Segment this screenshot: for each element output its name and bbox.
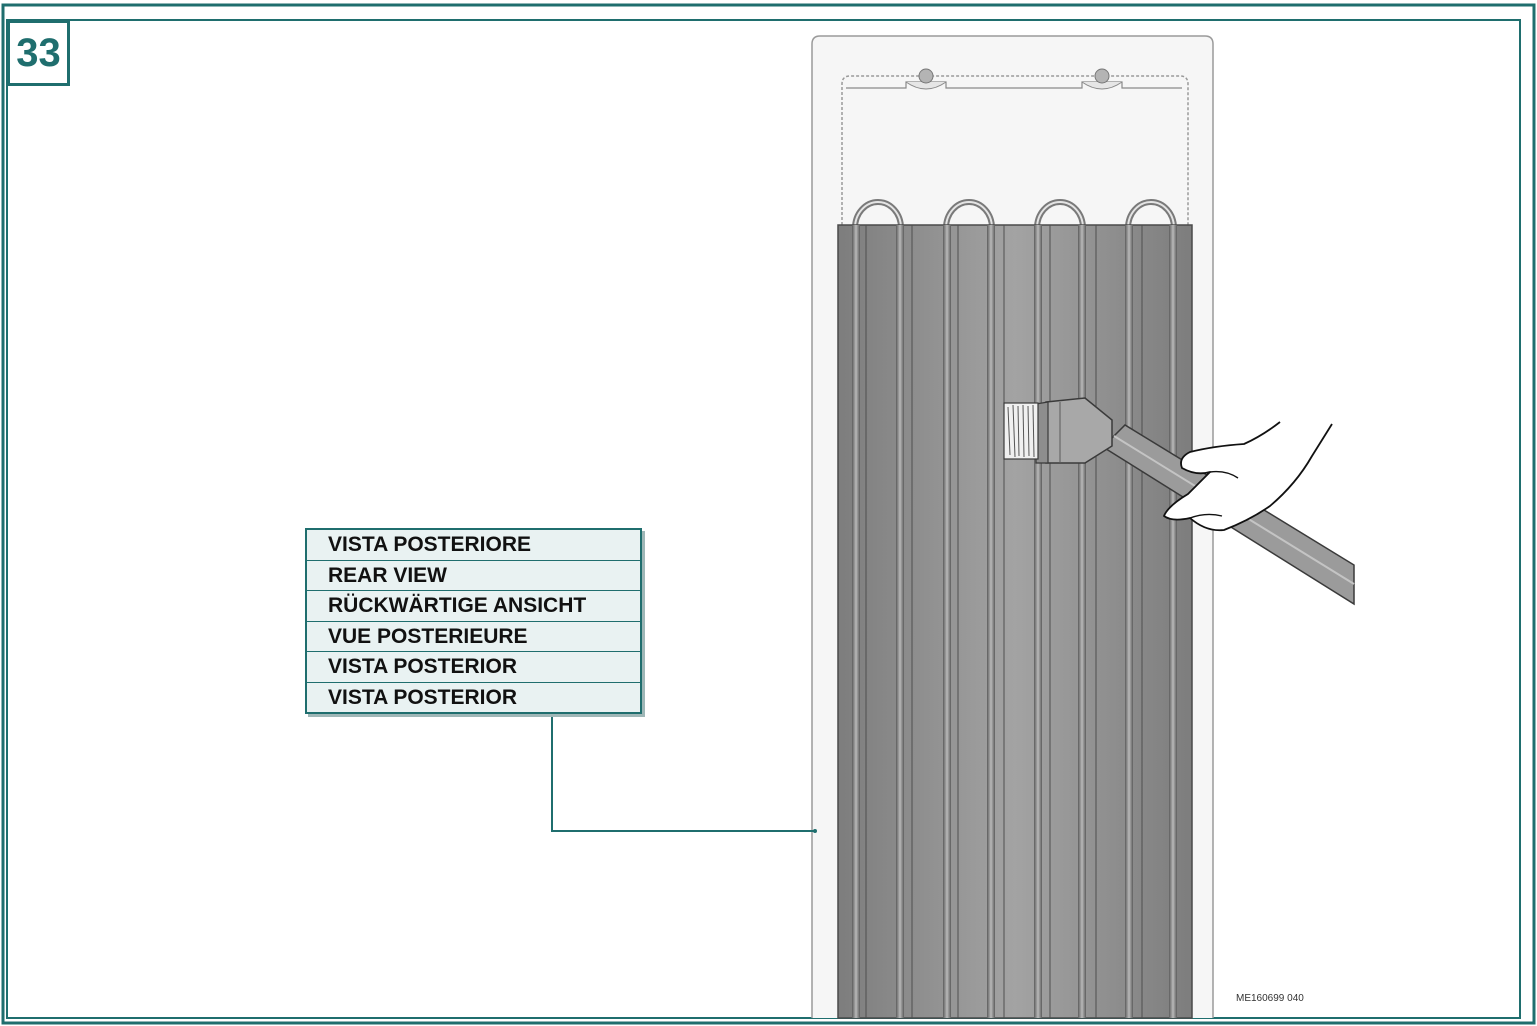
view-label-spanish: VISTA POSTERIOR xyxy=(307,652,640,683)
view-label-english: REAR VIEW xyxy=(307,561,640,591)
outer-frame xyxy=(1,3,1536,1025)
inner-frame xyxy=(6,19,1521,1019)
view-label-french: VUE POSTERIEURE xyxy=(307,622,640,652)
condenser-panel xyxy=(837,224,1193,1019)
step-number-badge: 33 xyxy=(7,20,70,86)
view-label-italian: VISTA POSTERIORE xyxy=(307,530,640,561)
view-label-box: VISTA POSTERIORE REAR VIEW RÜCKWÄRTIGE A… xyxy=(305,528,642,714)
leader-line xyxy=(551,714,815,832)
leader-dot xyxy=(813,829,817,833)
view-label-portuguese: VISTA POSTERIOR xyxy=(328,685,518,709)
screw-icon xyxy=(918,68,934,84)
figure-reference-code: ME160699 040 xyxy=(1236,993,1304,1004)
view-label-german: RÜCKWÄRTIGE ANSICHT xyxy=(307,591,640,622)
screw-icon xyxy=(1094,68,1110,84)
vacuum-brush-icon xyxy=(1003,397,1113,464)
hand-icon xyxy=(1163,421,1333,532)
